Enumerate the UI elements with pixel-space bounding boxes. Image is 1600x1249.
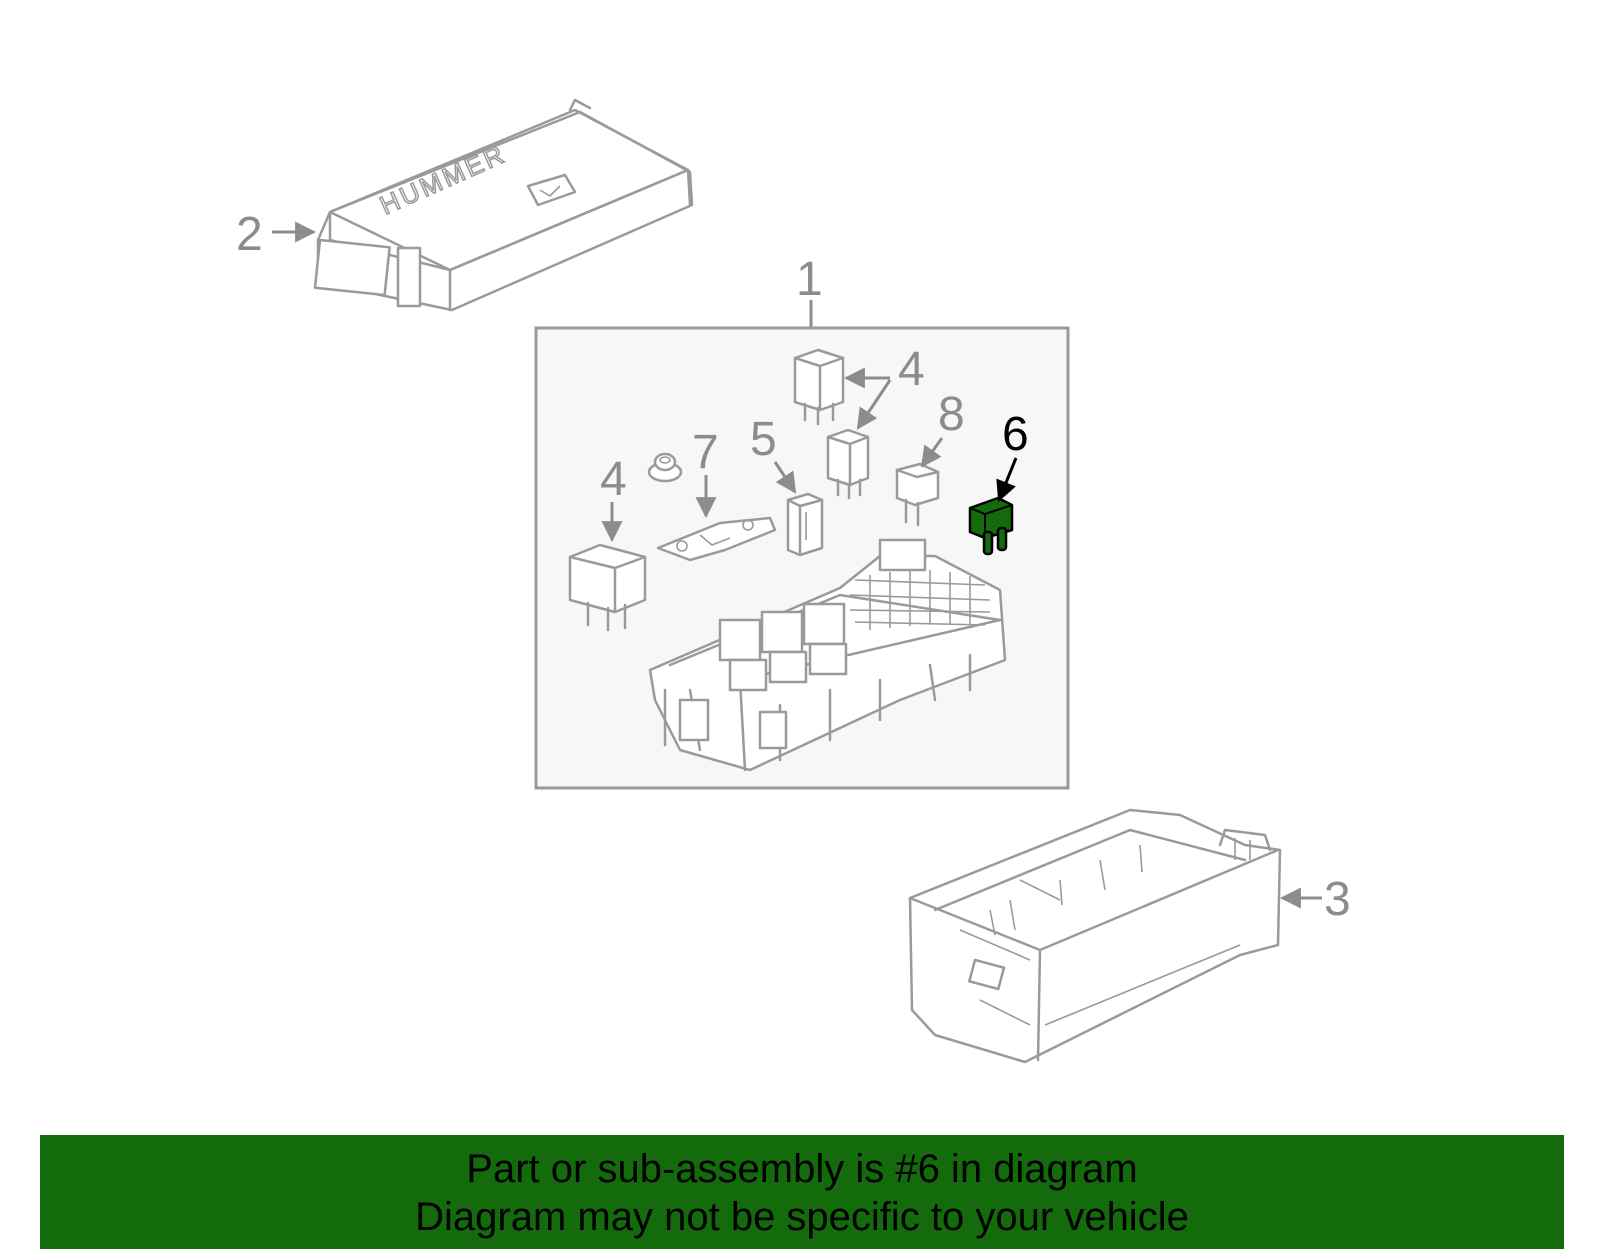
mini-fuse <box>895 462 940 527</box>
callout-4-top: 4 <box>898 343 925 396</box>
callout-1: 1 <box>796 253 823 306</box>
callout-6: 6 <box>1002 408 1029 461</box>
relay-large <box>568 543 647 632</box>
leader-arrow-6 <box>996 457 1018 502</box>
callout-3: 3 <box>1324 873 1351 926</box>
fuse-box-cover: HUMMER <box>313 98 694 312</box>
fuse-block-assembly <box>648 538 1007 772</box>
lower-housing-tray <box>908 808 1282 1064</box>
relay-small <box>826 428 870 500</box>
callout-2: 2 <box>236 208 263 261</box>
leader-arrow-8 <box>920 437 944 468</box>
leader-arrow-4-top-b <box>856 379 892 430</box>
callout-7: 7 <box>692 426 719 479</box>
leader-arrow-5 <box>773 461 797 494</box>
connector <box>786 492 824 557</box>
callout-8: 8 <box>938 388 965 441</box>
callout-5: 5 <box>750 413 777 466</box>
callout-4-left: 4 <box>600 453 627 506</box>
info-banner: Part or sub-assembly is #6 in diagram Di… <box>40 1135 1564 1249</box>
relay-top <box>793 348 845 426</box>
banner-line-2: Diagram may not be specific to your vehi… <box>415 1195 1189 1239</box>
grommet <box>647 452 683 483</box>
banner-line-1: Part or sub-assembly is #6 in diagram <box>466 1147 1138 1191</box>
mounting-bracket <box>656 516 777 562</box>
